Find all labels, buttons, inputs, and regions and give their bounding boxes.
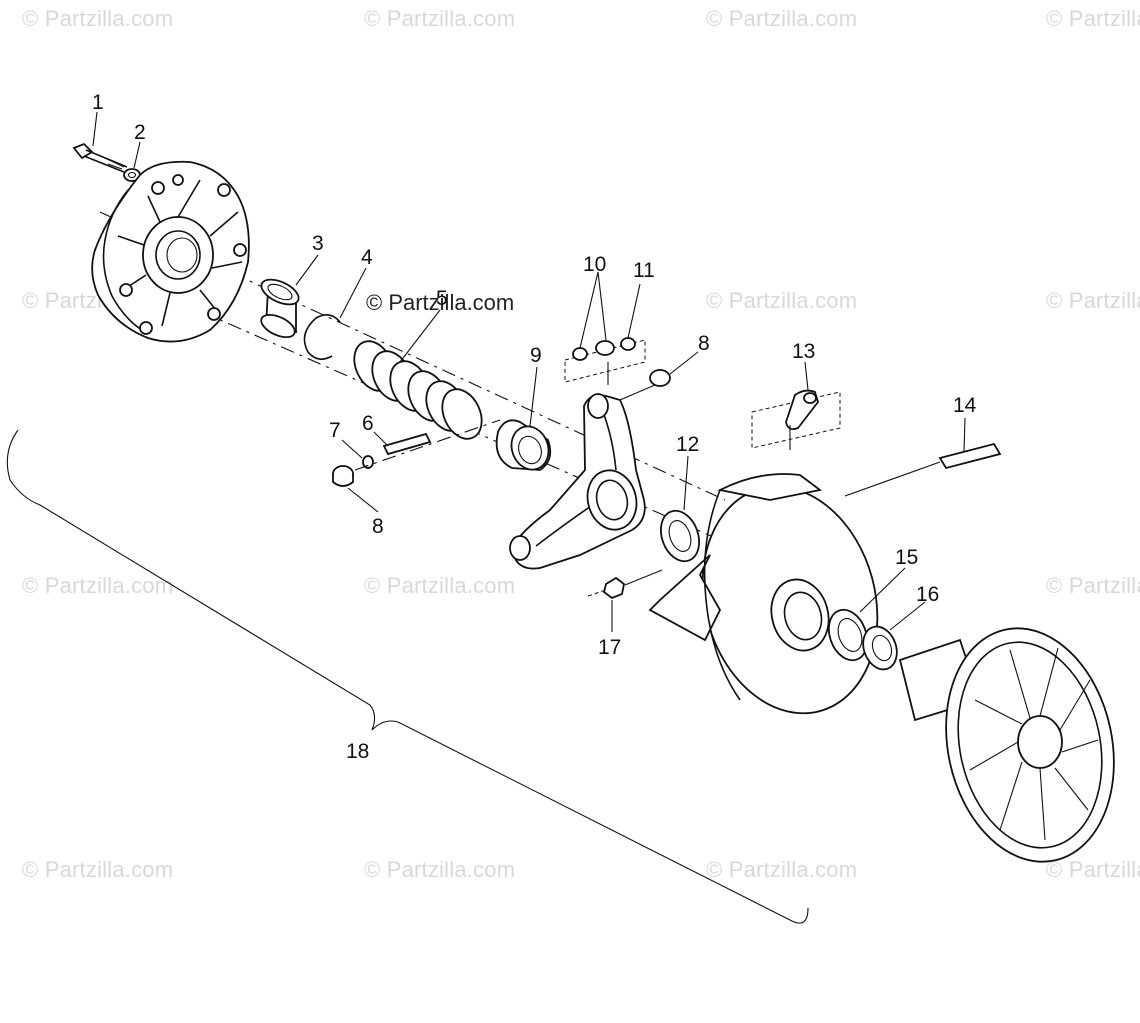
leader-lines <box>92 111 966 632</box>
watermark: © Partzilla.com <box>1046 857 1140 882</box>
callout-3: 3 <box>312 232 324 255</box>
button-part-9 <box>495 419 552 471</box>
watermark: © Partzilla.com <box>364 6 516 31</box>
callout-4: 4 <box>361 246 373 269</box>
watermark: © Partzilla.com <box>364 857 516 882</box>
callout-15: 15 <box>895 546 919 569</box>
callout-8-right: 8 <box>698 332 710 355</box>
watermark: © Partzilla.com <box>706 857 858 882</box>
callout-9: 9 <box>530 344 542 367</box>
watermark: © Partzilla.com <box>1046 288 1140 313</box>
callout-13: 13 <box>792 340 816 363</box>
callout-17: 17 <box>598 636 622 659</box>
fixed-sheave <box>898 627 1115 863</box>
watermark: © Partzilla.com <box>706 6 858 31</box>
watermark: © Partzilla.com <box>1046 573 1140 598</box>
bushing-part-15 <box>827 608 869 662</box>
watermark: © Partzilla.com <box>22 857 174 882</box>
button-part-8-left <box>332 465 354 487</box>
callout-7: 7 <box>329 419 341 442</box>
callout-6: 6 <box>362 412 374 435</box>
button-part-8-right <box>649 369 671 387</box>
spring-part-5 <box>353 340 483 440</box>
callout-10: 10 <box>583 253 607 276</box>
callout-11: 11 <box>633 259 655 282</box>
spider-arm <box>509 393 646 570</box>
callout-12: 12 <box>676 433 700 456</box>
callout-16: 16 <box>916 583 940 606</box>
watermark: © Partzilla.com <box>1046 6 1140 31</box>
callout-18: 18 <box>346 740 370 763</box>
washer-part-12 <box>659 509 701 563</box>
hardware-parts-10-11 <box>564 337 646 385</box>
callout-1: 1 <box>92 91 104 114</box>
watermark: © Partzilla.com <box>22 6 174 31</box>
center-watermark: © Partzilla.com <box>366 290 515 315</box>
watermark: © Partzilla.com <box>22 573 174 598</box>
callout-8-left: 8 <box>372 515 384 538</box>
bolt-part-1 <box>72 142 128 173</box>
snap-ring-part-4 <box>303 314 341 360</box>
washer-part-7 <box>362 455 374 469</box>
weight-part-13 <box>751 389 841 450</box>
watermark: © Partzilla.com <box>706 288 858 313</box>
callout-14: 14 <box>953 394 977 417</box>
nut-part-17 <box>587 569 663 600</box>
moveable-sheave <box>648 473 879 715</box>
watermark: © Partzilla.com <box>364 573 516 598</box>
assembly-bracket-18 <box>6 429 809 924</box>
shaft-pin-part-14 <box>844 442 1002 497</box>
callout-2: 2 <box>134 121 146 144</box>
washer-part-16 <box>862 625 898 671</box>
pin-part-6 <box>382 432 432 456</box>
cover-housing <box>91 160 250 343</box>
bushing-part-3 <box>260 278 300 339</box>
callout-5: 5 <box>436 287 448 310</box>
